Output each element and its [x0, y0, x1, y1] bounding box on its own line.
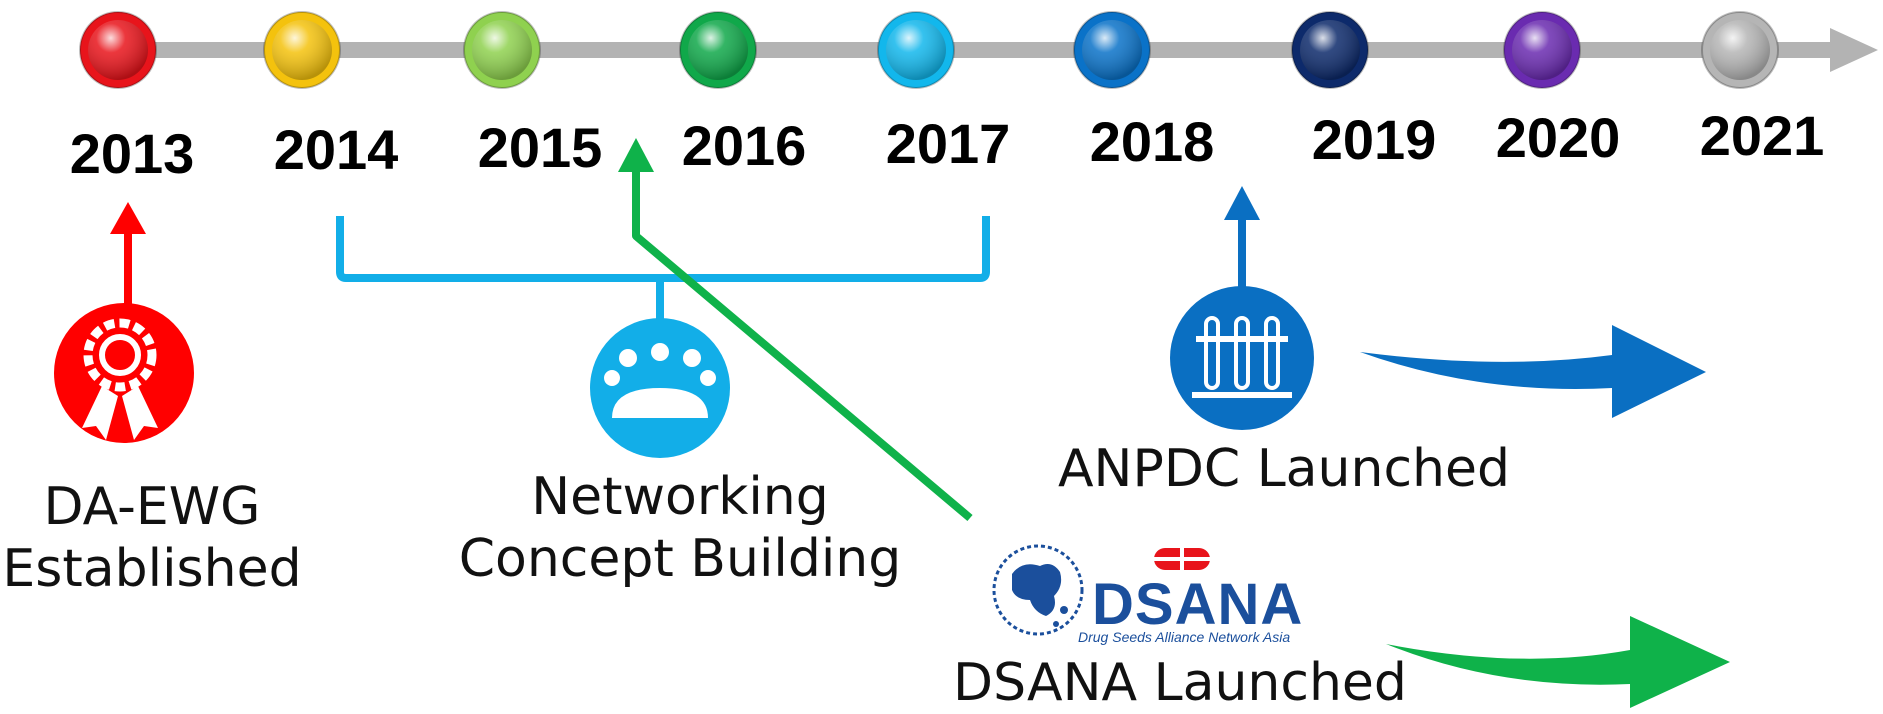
- year-label-2017: 2017: [885, 112, 1011, 175]
- meeting-group-icon: [590, 318, 730, 458]
- daewg-label-line2: Established: [2, 539, 302, 600]
- networking-label-line2: Concept Building: [458, 529, 902, 590]
- dsana-ongoing-arrow: [1386, 616, 1730, 708]
- year-dot-2017: [877, 11, 955, 89]
- anpdc-arrow-up-icon: [1224, 186, 1260, 220]
- year-dot-2015: [463, 11, 541, 89]
- year-label-2020: 2020: [1495, 106, 1621, 169]
- year-dots: [79, 11, 1779, 89]
- dsana-marker: [618, 138, 973, 522]
- year-label-2013: 2013: [69, 122, 195, 185]
- dsana-logo-emblem-icon: [1154, 548, 1210, 570]
- timeline-arrowhead: [1830, 28, 1878, 72]
- test-tubes-icon: [1170, 286, 1314, 430]
- year-label-2018: 2018: [1089, 110, 1215, 173]
- timeline-axis: [110, 28, 1878, 72]
- anpdc-ongoing-arrow: [1360, 325, 1706, 418]
- year-dot-2013: [79, 11, 157, 89]
- year-dot-2021: [1701, 11, 1779, 89]
- year-dot-2016: [679, 11, 757, 89]
- anpdc-marker: [1170, 186, 1314, 430]
- globe-asia-icon: [992, 544, 1084, 636]
- daewg-label-line1: DA-EWG: [43, 477, 261, 537]
- networking-bracket: [336, 216, 990, 282]
- year-label-2014: 2014: [273, 118, 399, 181]
- dsana-logo-text: DSANA: [1092, 572, 1304, 637]
- networking-label-line1: Networking: [531, 467, 829, 527]
- year-dot-2018: [1073, 11, 1151, 89]
- year-label-2019: 2019: [1311, 108, 1437, 171]
- year-label-2016: 2016: [681, 114, 807, 177]
- year-label-2015: 2015: [477, 116, 603, 179]
- dsana-connector: [632, 170, 973, 522]
- dsana-logo: [992, 544, 1210, 636]
- networking-marker: [336, 216, 990, 458]
- dsana-label: DSANA Launched: [953, 653, 1407, 713]
- daewg-label: DA-EWG Established: [2, 476, 302, 601]
- year-dot-2020: [1503, 11, 1581, 89]
- dsana-logo-subtitle: Drug Seeds Alliance Network Asia: [1078, 629, 1291, 645]
- daewg-arrow-up-icon: [110, 202, 146, 234]
- dsana-arrow-up-icon: [618, 138, 654, 172]
- anpdc-label: ANPDC Launched: [1057, 439, 1510, 499]
- award-ribbon-icon: [54, 303, 194, 443]
- year-dot-2014: [263, 11, 341, 89]
- year-label-2021: 2021: [1699, 104, 1825, 167]
- year-dot-2019: [1291, 11, 1369, 89]
- daewg-marker: [54, 202, 194, 443]
- networking-label: Networking Concept Building: [440, 466, 920, 591]
